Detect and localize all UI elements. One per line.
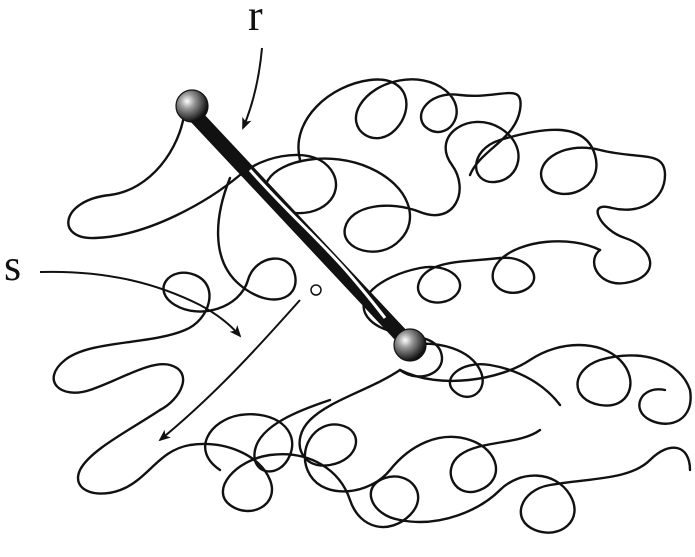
end-to-end-label: r: [248, 0, 263, 38]
bead-end: [394, 329, 426, 361]
contour-point-marker: [311, 285, 321, 295]
contour-direction-arrow: [160, 300, 300, 440]
chain-segment-start: [68, 110, 420, 252]
chain-segment-upper-loops: [298, 79, 520, 175]
bead-start: [176, 90, 208, 122]
r-pointer-arrow: [243, 48, 262, 128]
chain-segment-upper-right: [420, 122, 665, 283]
chain-segment-lower: [78, 410, 690, 533]
chain-segment-lower-center: [300, 370, 540, 492]
contour-label: s: [4, 244, 21, 288]
s-pointer-arrow: [40, 272, 240, 336]
chain-segment-right-loops: [400, 345, 691, 424]
